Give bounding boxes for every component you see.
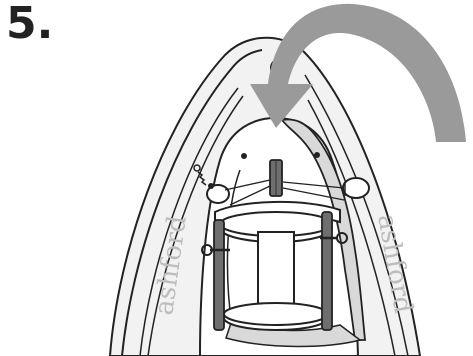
spinning-wheel-assembly-diagram: ashford ashford [0, 0, 473, 356]
instruction-step-page: 5. [0, 0, 473, 356]
